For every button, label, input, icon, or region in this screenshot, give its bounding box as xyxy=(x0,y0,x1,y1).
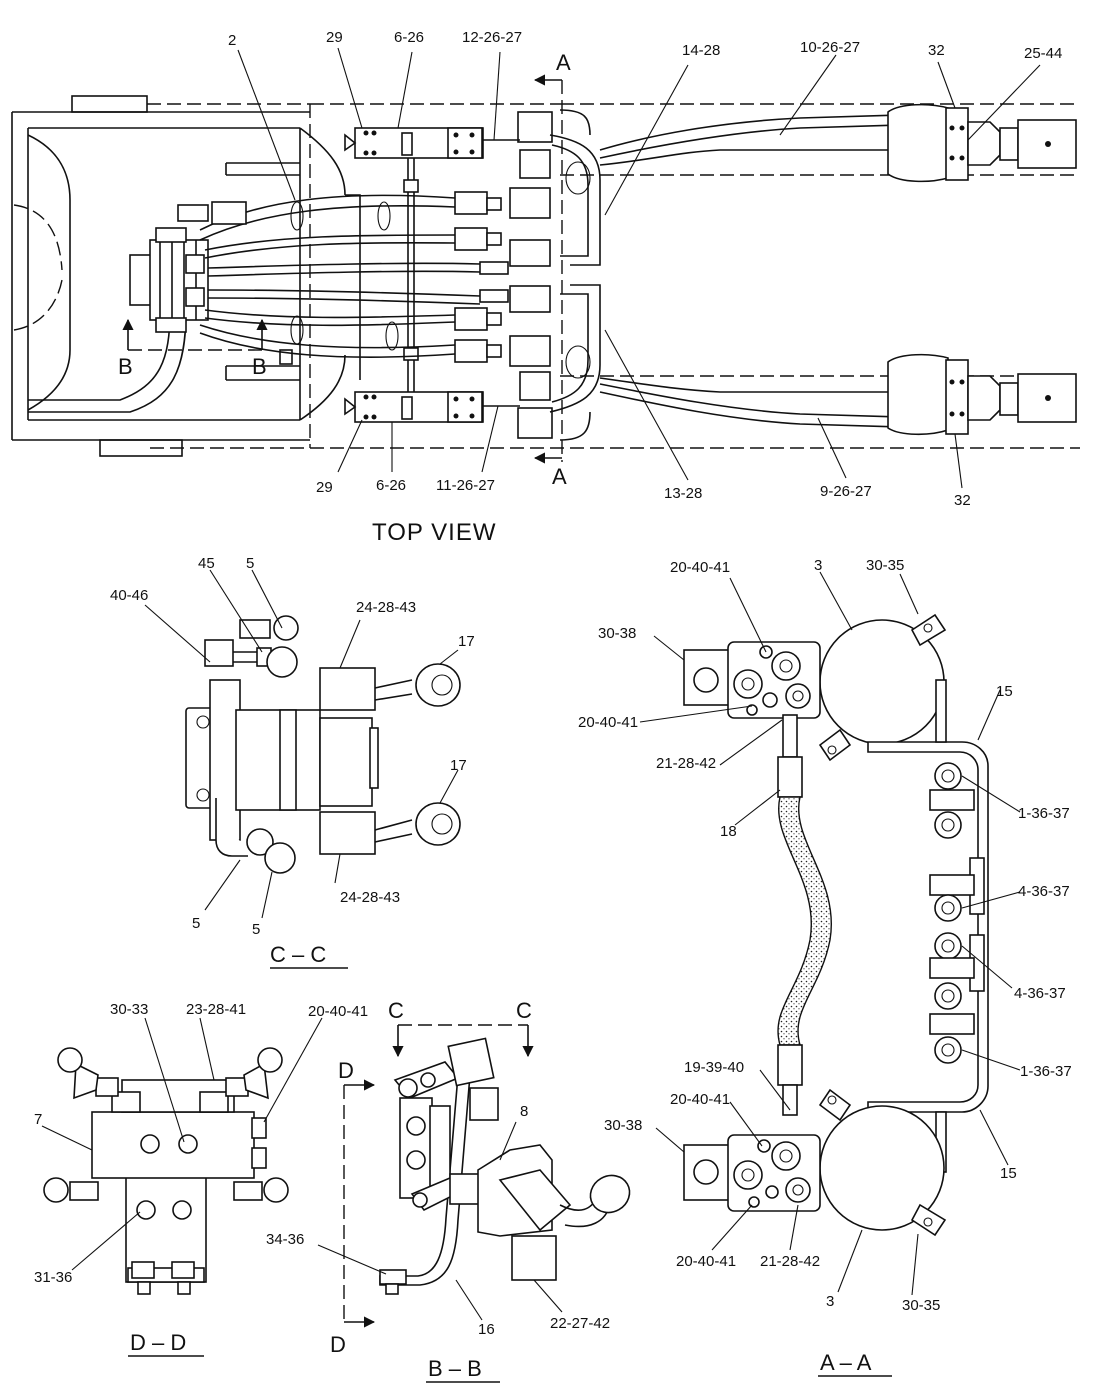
cc-label-45: 45 xyxy=(198,555,215,572)
pump-block xyxy=(129,227,209,333)
label-11-26-27: 11-26-27 xyxy=(436,477,495,494)
aa-label-4-36-37-top: 4-36-37 xyxy=(1018,883,1070,900)
aa-label-15-top: 15 xyxy=(996,683,1013,700)
label-32-upper: 32 xyxy=(928,42,945,59)
cc-title: C – C xyxy=(270,942,326,967)
dd-label-7: 7 xyxy=(34,1111,42,1128)
aa-label-3-bottom: 3 xyxy=(826,1293,834,1310)
aa-label-4-36-37-bottom: 4-36-37 xyxy=(1014,985,1066,1002)
aa-label-20-40-41-lower: 20-40-41 xyxy=(670,1091,730,1108)
cc-label-5-left: 5 xyxy=(192,915,200,932)
aa-label-20-40-41-top: 20-40-41 xyxy=(670,559,730,576)
cc-label-24-28-43-bottom: 24-28-43 xyxy=(340,889,400,906)
label-29-lower: 29 xyxy=(316,479,333,496)
aa-label-30-35-bottom: 30-35 xyxy=(902,1297,940,1314)
bb-label-34-36: 34-36 xyxy=(266,1231,304,1248)
aa-label-20-40-41-bottom: 20-40-41 xyxy=(676,1253,736,1270)
aa-label-18: 18 xyxy=(720,823,737,840)
section-marker-b-right: B xyxy=(252,354,267,379)
label-25-44: 25-44 xyxy=(1024,45,1062,62)
dd-label-23-28-41: 23-28-41 xyxy=(186,1001,246,1018)
aa-label-3-top: 3 xyxy=(814,557,822,574)
bb-marker-d-bottom: D xyxy=(330,1332,346,1357)
label-12-26-27: 12-26-27 xyxy=(462,29,522,46)
view-a-a: 20-40-41 3 30-35 30-38 15 20-40-41 21-28… xyxy=(578,557,1072,1377)
bb-label-22-27-42: 22-27-42 xyxy=(550,1315,610,1332)
cc-label-17-top: 17 xyxy=(458,633,475,650)
upper-cylinder xyxy=(599,103,1077,183)
cc-label-5-right: 5 xyxy=(252,921,260,938)
bb-title: B – B xyxy=(428,1356,482,1381)
aa-label-15-bottom: 15 xyxy=(1000,1165,1017,1182)
label-29-upper: 29 xyxy=(326,29,343,46)
aa-label-1-36-37-top: 1-36-37 xyxy=(1018,805,1070,822)
dd-title: D – D xyxy=(130,1330,186,1355)
upper-valve-block xyxy=(344,111,553,179)
clip-stack xyxy=(929,762,975,1064)
cc-label-5-top: 5 xyxy=(246,555,254,572)
cc-label-40-46: 40-46 xyxy=(110,587,148,604)
aa-label-20-40-41-mid: 20-40-41 xyxy=(578,714,638,731)
label-14-28: 14-28 xyxy=(682,42,720,59)
dd-label-31-36: 31-36 xyxy=(34,1269,72,1286)
dd-label-30-33: 30-33 xyxy=(110,1001,148,1018)
view-b-b: 8 34-36 16 22-27-42 C C D D B – B xyxy=(266,998,631,1383)
cc-label-17-bottom: 17 xyxy=(450,757,467,774)
label-6-26-upper: 6-26 xyxy=(394,29,424,46)
label-13-28: 13-28 xyxy=(664,485,702,502)
machine-frame xyxy=(11,95,361,457)
label-10-26-27: 10-26-27 xyxy=(800,39,860,56)
hose-bundle xyxy=(177,109,601,441)
view-d-d: 30-33 23-28-41 20-40-41 7 31-36 D – D xyxy=(34,1001,368,1357)
section-marker-a-bottom: A xyxy=(552,464,567,489)
aa-label-21-28-42-top: 21-28-42 xyxy=(656,755,716,772)
cc-label-24-28-43-top: 24-28-43 xyxy=(356,599,416,616)
dd-label-20-40-41: 20-40-41 xyxy=(308,1003,368,1020)
aa-title: A – A xyxy=(820,1350,872,1375)
aa-label-30-35-top: 30-35 xyxy=(866,557,904,574)
section-marker-b-left: B xyxy=(118,354,133,379)
view-c-c: 45 5 40-46 24-28-43 17 17 24-28-43 5 5 C… xyxy=(110,555,475,969)
label-32-lower: 32 xyxy=(954,492,971,509)
aa-label-1-36-37-bottom: 1-36-37 xyxy=(1020,1063,1072,1080)
top-view: 2 29 6-26 12-26-27 14-28 10-26-27 32 25-… xyxy=(11,29,1080,546)
bb-marker-c-right: C xyxy=(516,998,532,1023)
top-view-title: TOP VIEW xyxy=(372,519,496,546)
lower-cylinder xyxy=(599,353,1077,436)
label-2: 2 xyxy=(228,32,236,49)
bb-marker-c-left: C xyxy=(388,998,404,1023)
label-9-26-27: 9-26-27 xyxy=(820,483,872,500)
aa-label-19-39-40: 19-39-40 xyxy=(684,1059,744,1076)
label-6-26-lower: 6-26 xyxy=(376,477,406,494)
bb-label-16: 16 xyxy=(478,1321,495,1338)
bb-marker-d-top: D xyxy=(338,1058,354,1083)
aa-label-30-38-bottom: 30-38 xyxy=(604,1117,642,1134)
lower-valve-block xyxy=(344,371,553,439)
bb-label-8: 8 xyxy=(520,1103,528,1120)
aa-label-21-28-42-bottom: 21-28-42 xyxy=(760,1253,820,1270)
aa-label-30-38-top: 30-38 xyxy=(598,625,636,642)
section-marker-a-top: A xyxy=(556,50,571,75)
